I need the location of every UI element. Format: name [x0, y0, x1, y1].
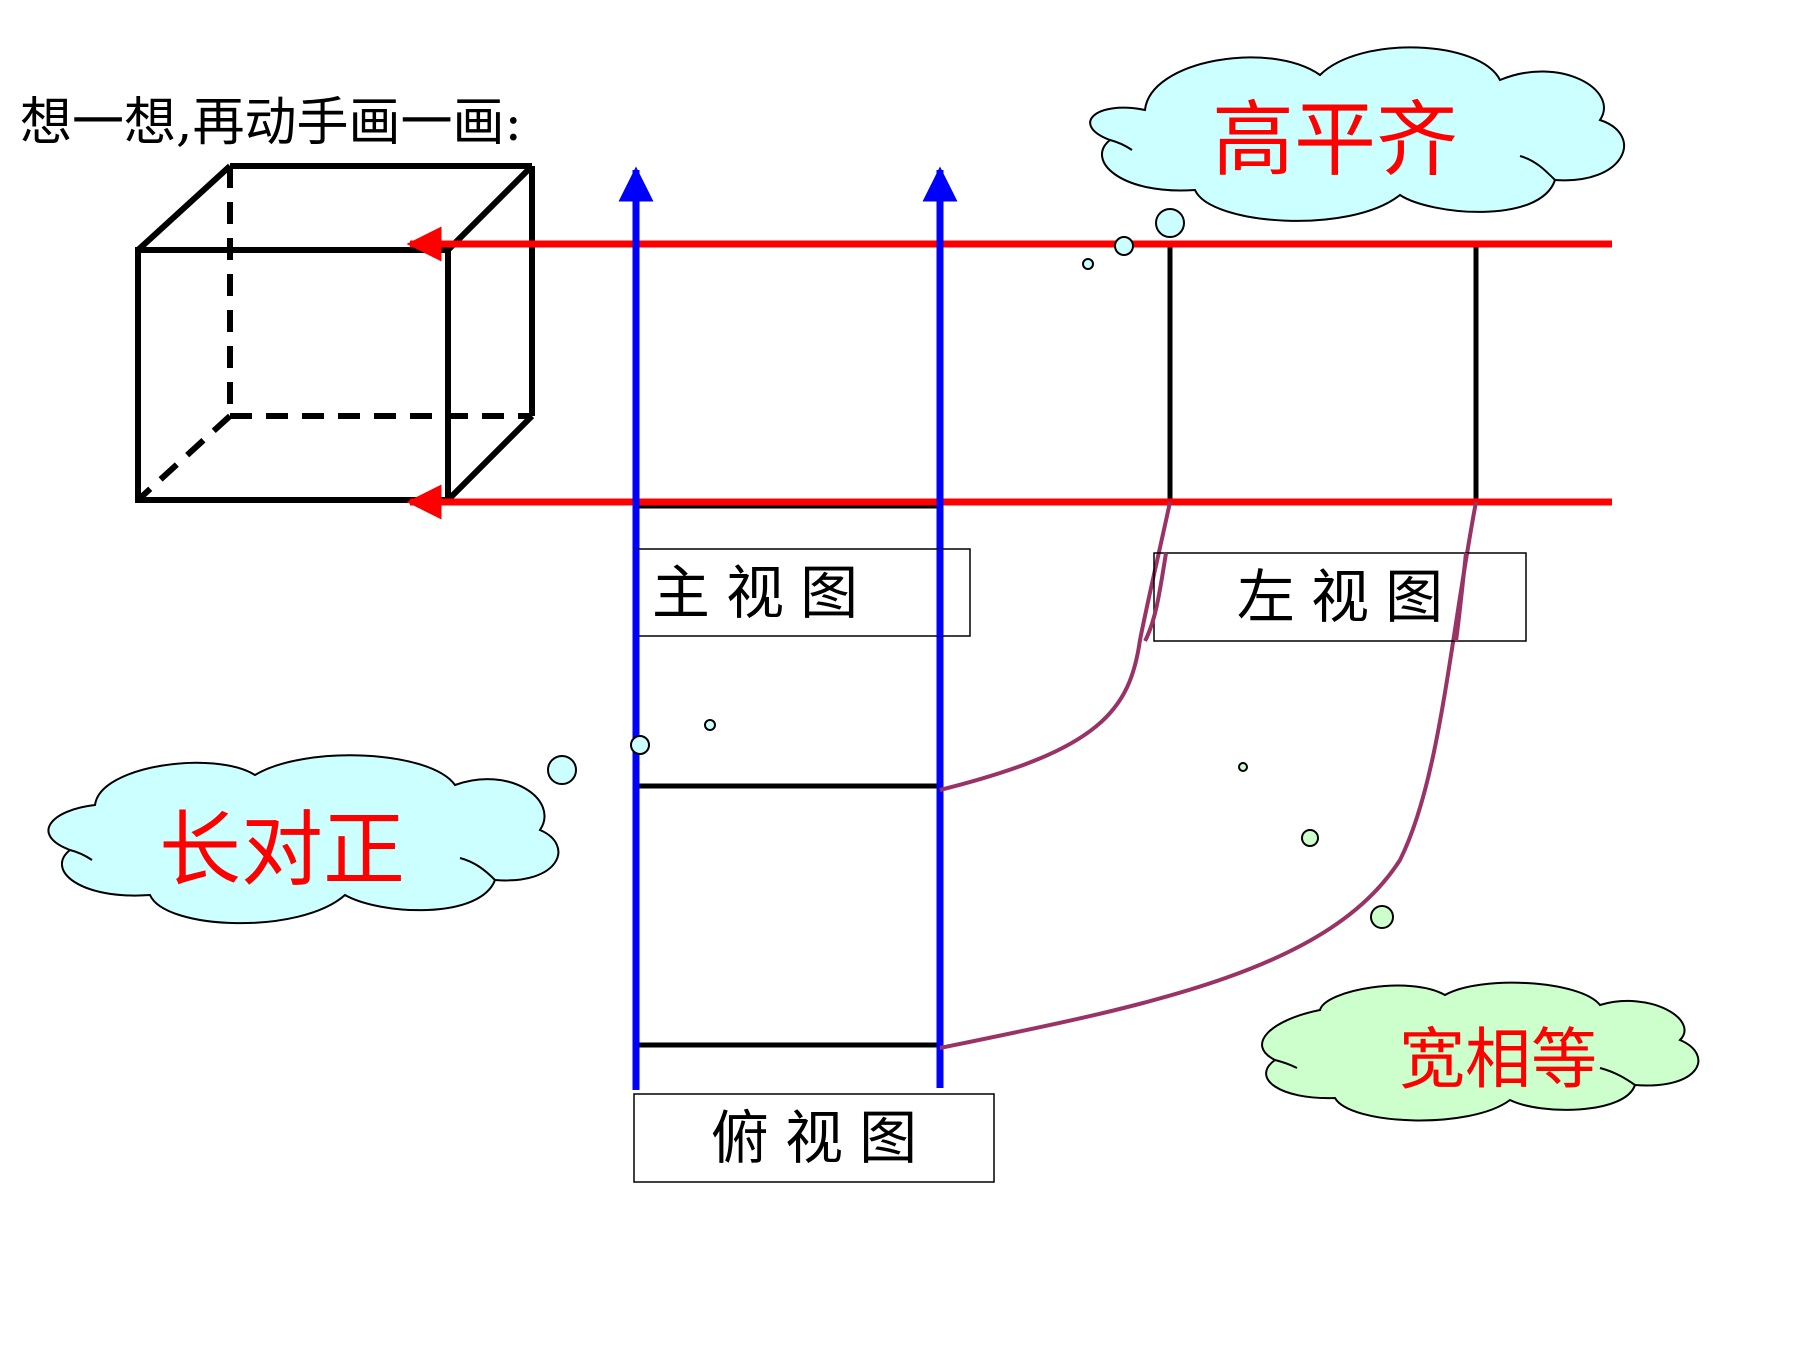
- height-cloud-callout: 高平齐: [1089, 46, 1626, 222]
- cuboid-solid: [135, 163, 535, 503]
- height-callout-text: 高平齐: [1212, 95, 1458, 186]
- cuboid-edge: [445, 163, 535, 253]
- thought-bubble-dot: [704, 719, 716, 731]
- cuboid-hidden-edge: [135, 413, 233, 503]
- thought-bubble-dot: [547, 755, 577, 785]
- length-callout-text: 长对正: [159, 805, 405, 896]
- width-cloud-callout: 宽相等: [1261, 981, 1700, 1122]
- top-view-label: 俯 视 图: [711, 1106, 917, 1171]
- prompt-text: 想一想,再动手画一画:: [20, 93, 522, 153]
- left-view-label: 左 视 图: [1237, 565, 1443, 630]
- width-transfer-curve-inner: [939, 501, 1172, 792]
- cloud-shape: [47, 754, 560, 925]
- top-view-label-box: 俯 视 图: [633, 1093, 995, 1183]
- front-view-label: 主 视 图: [652, 561, 858, 626]
- thought-bubble-dot: [1082, 258, 1094, 270]
- left-view-label-box: 左 视 图: [1153, 552, 1527, 642]
- thought-bubble-dot: [1238, 762, 1248, 772]
- length-cloud-callout: 长对正: [47, 754, 560, 925]
- width-transfer-curve-outer-overlay: [1454, 552, 1468, 642]
- cuboid-edge: [445, 413, 535, 503]
- front-view-label-box: 主 视 图: [635, 548, 971, 637]
- cloud-shape: [1089, 46, 1626, 222]
- thought-bubble-dot: [1301, 829, 1319, 847]
- cuboid-front-face: [135, 247, 451, 503]
- cuboid-edge: [135, 163, 233, 253]
- width-callout-text: 宽相等: [1399, 1022, 1597, 1096]
- thought-bubble-dot: [1114, 236, 1134, 256]
- thought-bubble-dot: [1155, 208, 1185, 238]
- thought-bubble-dot: [1370, 905, 1394, 929]
- thought-bubble-dot: [630, 735, 650, 755]
- width-transfer-curve-inner-overlay: [1143, 552, 1168, 642]
- cuboid-hidden-edges: [135, 166, 532, 503]
